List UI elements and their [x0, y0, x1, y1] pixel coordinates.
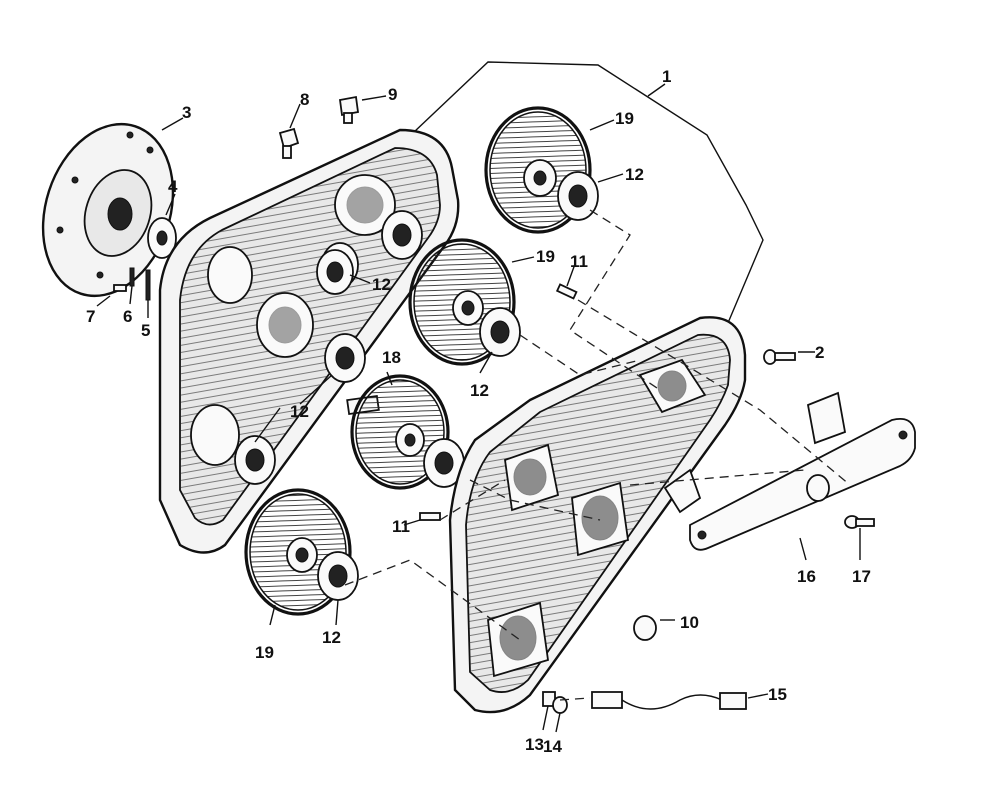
callout-18: 18 — [382, 348, 401, 367]
plug-10 — [633, 615, 657, 641]
callout-7: 7 — [86, 307, 95, 326]
callout-14: 14 — [543, 737, 562, 756]
callout-17: 17 — [852, 567, 871, 586]
callout-12-rear: 12 — [372, 275, 391, 294]
bearing-input — [423, 438, 465, 488]
bolt-2 — [763, 349, 796, 365]
callout-3: 3 — [182, 103, 191, 122]
callout-10: 10 — [680, 613, 699, 632]
bolt-17 — [844, 515, 875, 529]
callout-5: 5 — [141, 321, 150, 340]
callout-2: 2 — [815, 343, 824, 362]
callout-15: 15 — [768, 685, 787, 704]
callout-19-middle: 19 — [536, 247, 555, 266]
callout-12-top: 12 — [625, 165, 644, 184]
bearing-rear-1 — [381, 210, 423, 260]
callout-labels: 1 2 3 4 5 6 7 8 9 10 11 11 12 12 12 12 1… — [86, 67, 871, 756]
bolt-8 — [278, 127, 300, 159]
assembly-dashed-lines — [344, 209, 851, 701]
pin-7 — [113, 284, 127, 292]
pin-6 — [129, 267, 135, 287]
callout-9: 9 — [388, 85, 397, 104]
callout-11-lower: 11 — [392, 517, 410, 536]
callout-8: 8 — [300, 90, 309, 109]
callout-19-top: 19 — [615, 109, 634, 128]
callout-13: 13 — [525, 735, 544, 754]
callout-12-left: 12 — [290, 402, 309, 421]
pin-11-lower — [419, 512, 441, 521]
bearing-bottom — [317, 551, 359, 601]
callout-1: 1 — [662, 67, 671, 86]
sensor-15 — [591, 691, 747, 710]
callout-12-bottom: 12 — [322, 628, 341, 647]
callout-12-middle: 12 — [470, 381, 489, 400]
callout-19-bottom: 19 — [255, 643, 274, 662]
bearing-middle — [479, 307, 521, 357]
gearbox-cover-front — [448, 316, 747, 714]
bearing-rear-4 — [234, 435, 276, 485]
callout-4: 4 — [168, 177, 178, 196]
mounting-bracket — [663, 391, 916, 551]
callout-11-upper: 11 — [570, 252, 588, 271]
bearing-rear-3 — [324, 333, 366, 383]
clutch-disc — [41, 122, 175, 298]
bearing-rear-2 — [316, 249, 354, 295]
callout-6: 6 — [123, 307, 132, 326]
bearing-top — [557, 171, 599, 221]
pin-11-upper — [555, 283, 578, 300]
bolt-9 — [338, 95, 360, 124]
input-gear-shaft — [346, 374, 450, 490]
callout-16: 16 — [797, 567, 816, 586]
pin-5 — [145, 269, 151, 301]
leader-lines — [96, 83, 861, 733]
gearbox-housing-rear — [158, 128, 460, 554]
kit-boundary-line — [394, 61, 764, 331]
